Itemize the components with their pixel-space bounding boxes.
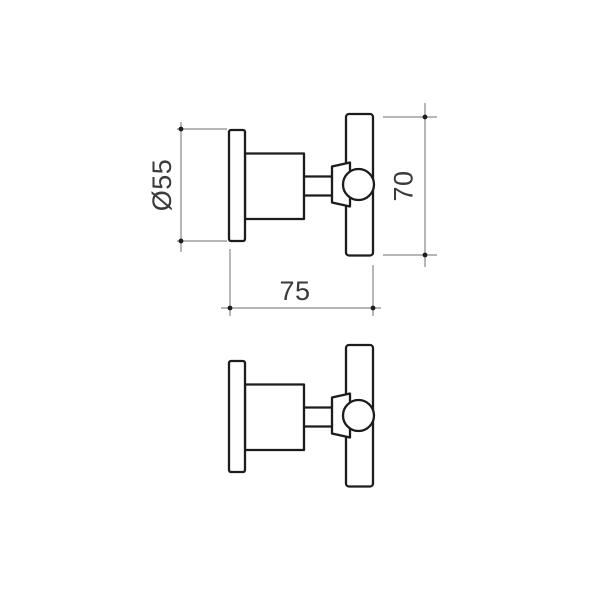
dimension-label-depth: 75 — [279, 276, 310, 306]
wall-flange — [227, 128, 247, 243]
dimension-dot — [178, 238, 184, 244]
dimension-diameter: Ø55 — [147, 122, 227, 252]
valve-body — [243, 152, 306, 221]
dimension-dot — [178, 126, 184, 132]
tap-assembly-figure-bottom — [227, 343, 376, 488]
dimension-label-height: 70 — [389, 170, 419, 201]
dimension-height: 70 — [383, 103, 437, 267]
tap-assembly-figure-top — [227, 112, 376, 257]
dimension-dot — [370, 305, 376, 311]
dimension-label-diameter: Ø55 — [147, 159, 177, 212]
handle-hub — [330, 161, 352, 208]
spindle — [300, 175, 335, 197]
dimension-depth: 75 — [221, 249, 381, 316]
dimension-dot — [422, 114, 428, 120]
handle-knob — [341, 167, 376, 202]
dimension-dot — [422, 252, 428, 258]
dimension-dot — [227, 305, 233, 311]
